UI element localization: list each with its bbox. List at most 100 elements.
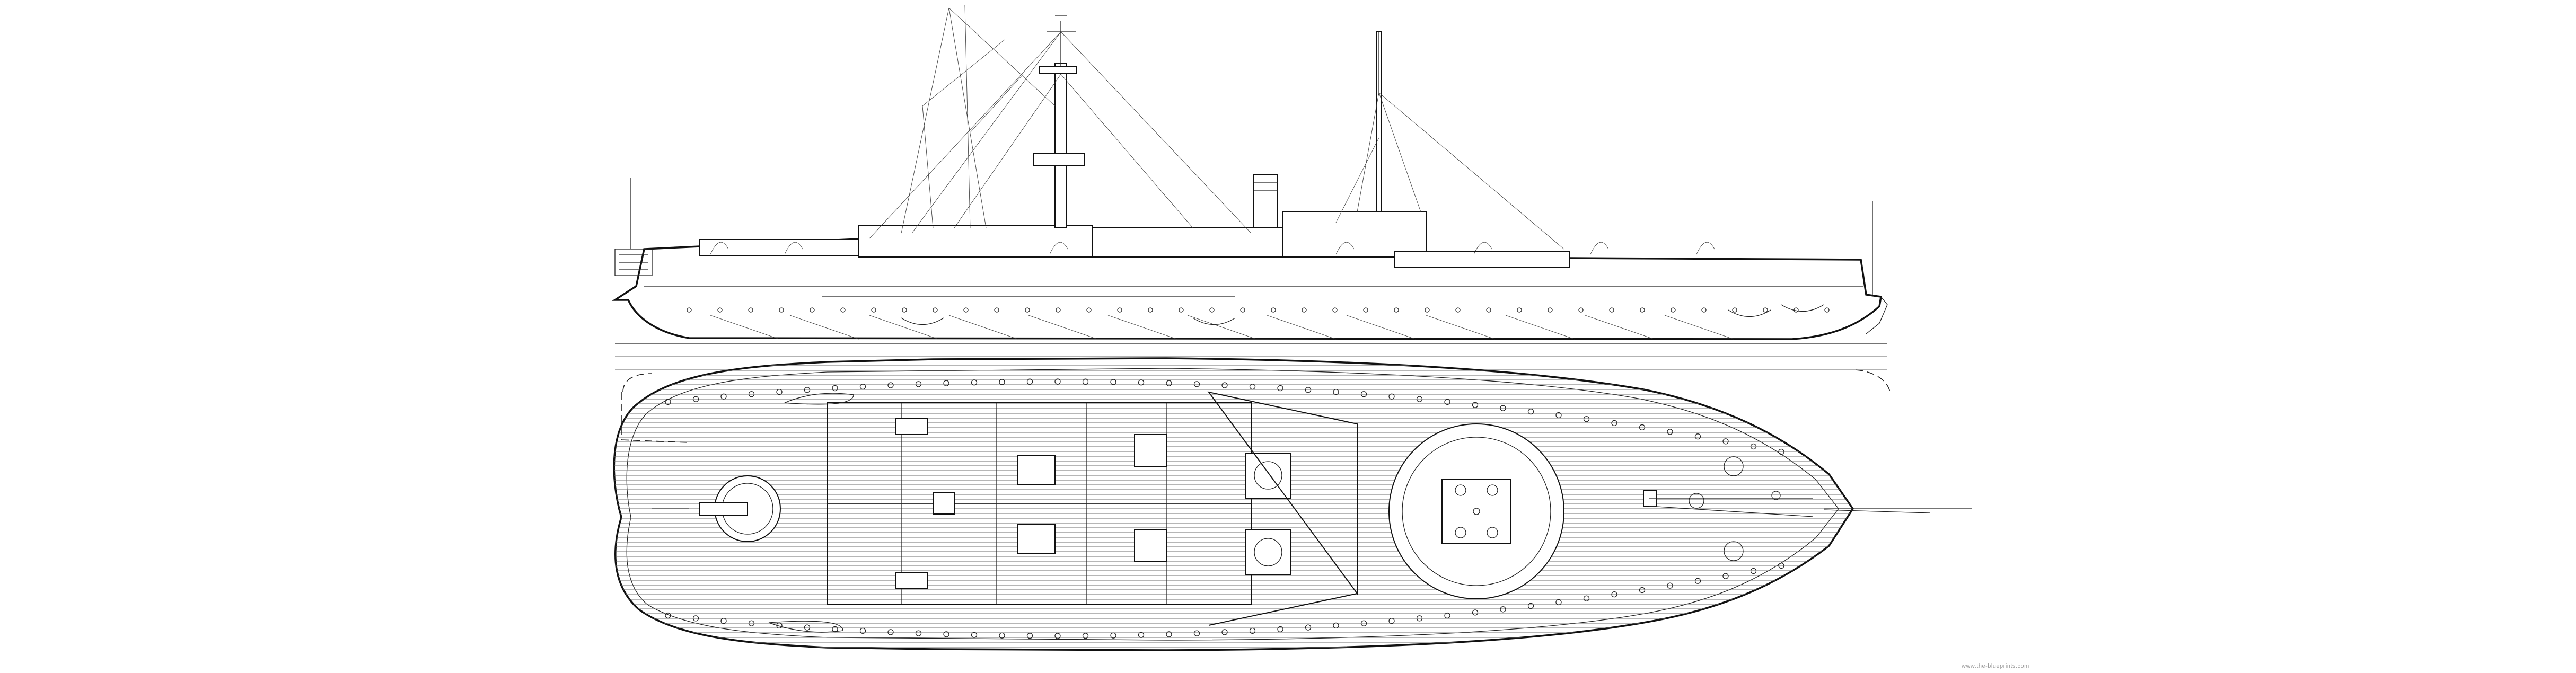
net-boom xyxy=(710,315,780,340)
porthole xyxy=(1179,307,1184,313)
bollard xyxy=(1750,443,1757,450)
porthole xyxy=(1455,307,1461,313)
bollard xyxy=(1778,562,1784,569)
bollard xyxy=(1026,633,1033,639)
bollard xyxy=(1694,578,1701,584)
bollard xyxy=(1026,378,1033,385)
bollard xyxy=(1277,385,1283,392)
bollard xyxy=(1388,618,1395,624)
net-boom xyxy=(1505,315,1575,340)
davit xyxy=(710,242,729,255)
bollard xyxy=(1305,387,1312,393)
bollard xyxy=(1750,568,1757,574)
bollard xyxy=(1555,599,1562,606)
deck-hull-outline xyxy=(613,357,1854,651)
bollard xyxy=(720,618,727,624)
bridge-deck xyxy=(1092,227,1283,258)
porthole xyxy=(1148,307,1153,313)
porthole xyxy=(779,307,784,313)
bollard xyxy=(1611,591,1617,598)
bollard xyxy=(887,382,894,388)
porthole xyxy=(871,307,876,313)
bollard xyxy=(776,388,783,395)
bollard xyxy=(1193,381,1200,387)
porthole xyxy=(1363,307,1368,313)
porthole xyxy=(1271,307,1276,313)
net-boom xyxy=(1585,315,1655,340)
aft-superstructure xyxy=(699,239,870,256)
bollard xyxy=(748,620,755,626)
mainmast xyxy=(1033,15,1085,228)
bollard xyxy=(1583,595,1590,601)
bollard xyxy=(1527,408,1534,415)
porthole xyxy=(717,307,723,313)
porthole xyxy=(1394,307,1399,313)
portholes xyxy=(687,307,1830,313)
porthole xyxy=(1517,307,1522,313)
bollard xyxy=(692,615,699,622)
bollard xyxy=(665,612,671,619)
bollard xyxy=(915,381,922,387)
bollard xyxy=(1333,622,1339,629)
stern-gallery xyxy=(614,249,653,276)
porthole xyxy=(1578,307,1584,313)
bollard xyxy=(1360,391,1367,397)
bollard xyxy=(1166,631,1172,637)
bollard xyxy=(1472,402,1479,408)
bollard xyxy=(1138,632,1145,638)
bollard xyxy=(748,391,755,397)
bow-ram xyxy=(1866,296,1888,334)
porthole xyxy=(1025,307,1030,313)
davits xyxy=(710,242,1715,255)
midships-casemate xyxy=(827,402,1252,605)
main-rigging xyxy=(869,5,1252,239)
forward-barbette xyxy=(1388,423,1564,599)
forecastle-fittings xyxy=(1643,456,1814,561)
bollard xyxy=(915,630,922,636)
forecastle-deckhouse xyxy=(1394,251,1570,268)
aft-barbette xyxy=(652,475,781,542)
bollard xyxy=(832,385,838,392)
porthole xyxy=(1117,307,1122,313)
bollard xyxy=(1778,448,1784,455)
net-boom xyxy=(948,315,1018,340)
bollard xyxy=(943,631,949,637)
bollard xyxy=(1054,633,1061,639)
porthole xyxy=(1209,307,1215,313)
bollard xyxy=(1110,379,1116,385)
bollard xyxy=(692,396,699,402)
davit xyxy=(1049,242,1068,255)
bollard xyxy=(1166,380,1172,386)
porthole xyxy=(687,307,692,313)
breastwork xyxy=(1207,391,1358,626)
net-boom xyxy=(869,315,939,340)
bollard xyxy=(1138,379,1145,386)
net-boom xyxy=(1346,315,1416,340)
bollard xyxy=(720,393,727,400)
bollard xyxy=(1444,612,1450,619)
bollard xyxy=(1611,420,1617,427)
bollard xyxy=(1082,633,1089,639)
bollard xyxy=(1249,383,1256,390)
porthole xyxy=(1609,307,1614,313)
bollard xyxy=(665,399,671,405)
swung-boom-outline-bow xyxy=(1855,369,1891,393)
fore-superstructure xyxy=(1282,211,1427,258)
porthole xyxy=(1486,307,1491,313)
porthole xyxy=(1763,307,1768,313)
bollard xyxy=(832,626,838,633)
bollard xyxy=(1221,629,1228,635)
bollard xyxy=(859,627,866,634)
bollard xyxy=(971,632,978,638)
watermark: www.the-blueprints.com xyxy=(1962,663,2029,669)
deck-plan-view xyxy=(613,357,1972,651)
bollard xyxy=(943,380,949,386)
porthole xyxy=(810,307,815,313)
bollard xyxy=(1472,609,1479,616)
deck-inner-edge xyxy=(626,368,1839,641)
bollard xyxy=(887,629,894,635)
bollard xyxy=(1221,382,1228,388)
bollard xyxy=(1500,405,1506,411)
davit xyxy=(784,242,803,255)
porthole xyxy=(994,307,999,313)
